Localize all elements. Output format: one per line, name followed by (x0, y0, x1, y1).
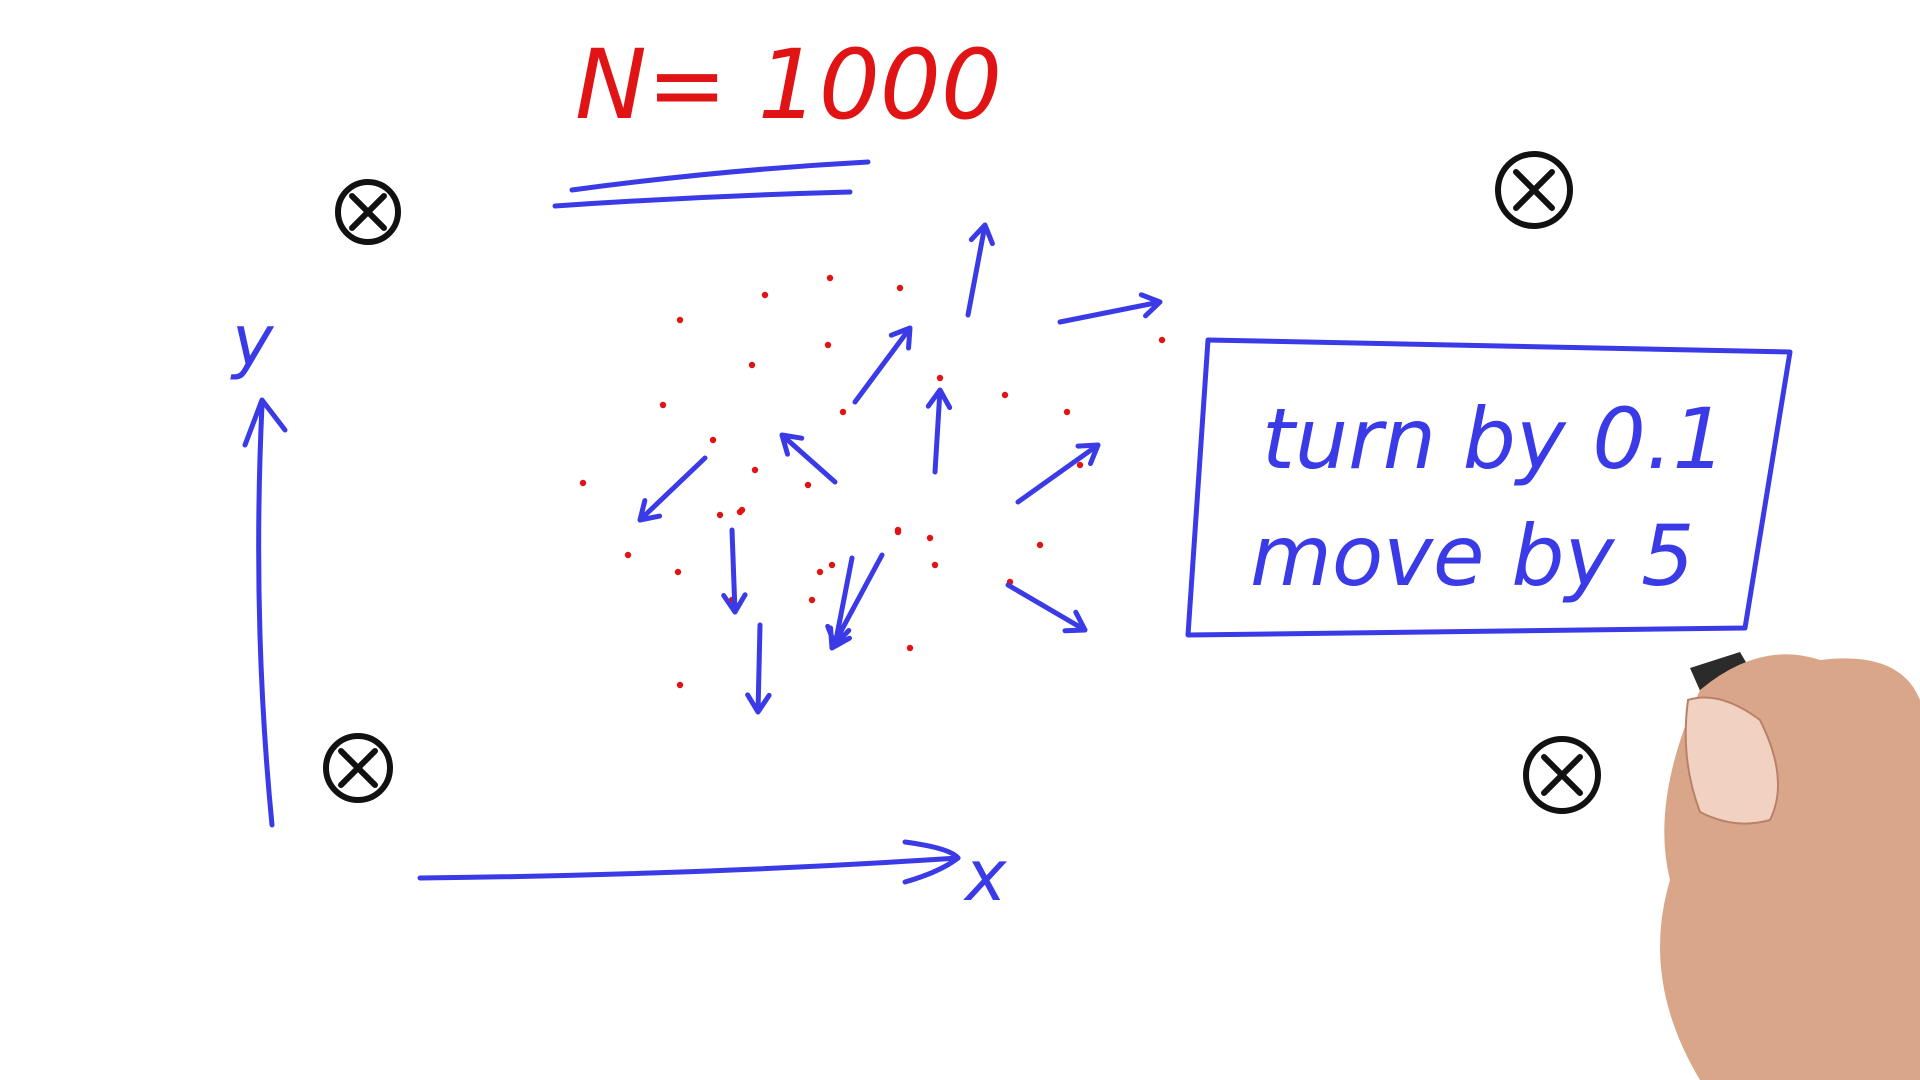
particle-dot (896, 284, 904, 292)
particle-arrow (1057, 292, 1163, 325)
landmark-top-left (335, 179, 401, 245)
particle-dot (894, 528, 902, 536)
particle-arrow (925, 387, 953, 475)
move-instruction: move by 5 (1250, 507, 1695, 605)
particle-dot (1036, 541, 1044, 549)
title-underline-2 (552, 189, 853, 209)
particle-arrow (828, 552, 885, 651)
particle-dot (674, 568, 682, 576)
particle-arrow (745, 622, 772, 715)
particle-dot (709, 436, 717, 444)
particle-dot (926, 534, 934, 542)
particle-dot (839, 408, 847, 416)
particle-dot (624, 551, 632, 559)
particle-dot (716, 511, 724, 519)
particle-arrow (637, 455, 708, 523)
turn-instruction: turn by 0.1 (1262, 390, 1726, 488)
particle-arrow (721, 527, 748, 615)
particle-dot (1076, 461, 1084, 469)
title-underline (569, 159, 871, 193)
particle-dot (1158, 336, 1166, 344)
y-axis (256, 402, 275, 828)
particle-dot (828, 561, 836, 569)
particle-dot (1001, 391, 1009, 399)
particle-dot (738, 506, 746, 514)
particle-dot (1063, 408, 1071, 416)
particle-dot (931, 561, 939, 569)
particle-dot (659, 401, 667, 409)
hand-with-marker (1660, 652, 1920, 1080)
particle-arrows (637, 222, 1163, 715)
particle-count-title: N= 1000 (575, 29, 1002, 141)
particle-arrow (852, 325, 913, 405)
x-axis (417, 855, 961, 881)
particle-dot (761, 291, 769, 299)
particle-dot (816, 568, 824, 576)
particle-dot (808, 596, 816, 604)
particle-dot (804, 481, 812, 489)
particle-dot (906, 644, 914, 652)
particle-dot (751, 466, 759, 474)
x-axis-label: x (963, 835, 1007, 917)
particle-dot (676, 681, 684, 689)
particle-dot (748, 361, 756, 369)
particle-dot (676, 316, 684, 324)
particle-arrow (1005, 582, 1088, 634)
motion-instruction-box (1185, 337, 1793, 638)
particle-dot (579, 479, 587, 487)
particle-arrow (1015, 442, 1101, 505)
particle-dot (826, 274, 834, 282)
landmark-bottom-right (1523, 736, 1601, 814)
landmark-bottom-left (323, 733, 393, 803)
landmark-top-right (1495, 151, 1573, 229)
particle-dot (824, 341, 832, 349)
y-axis-label: y (230, 300, 275, 382)
particle-arrow (779, 432, 838, 485)
y-axis-arrowhead (242, 397, 288, 448)
x-axis-arrowhead (902, 839, 961, 885)
particle-dots (579, 274, 1166, 689)
particle-dot (936, 374, 944, 382)
particle-arrow (965, 222, 995, 318)
